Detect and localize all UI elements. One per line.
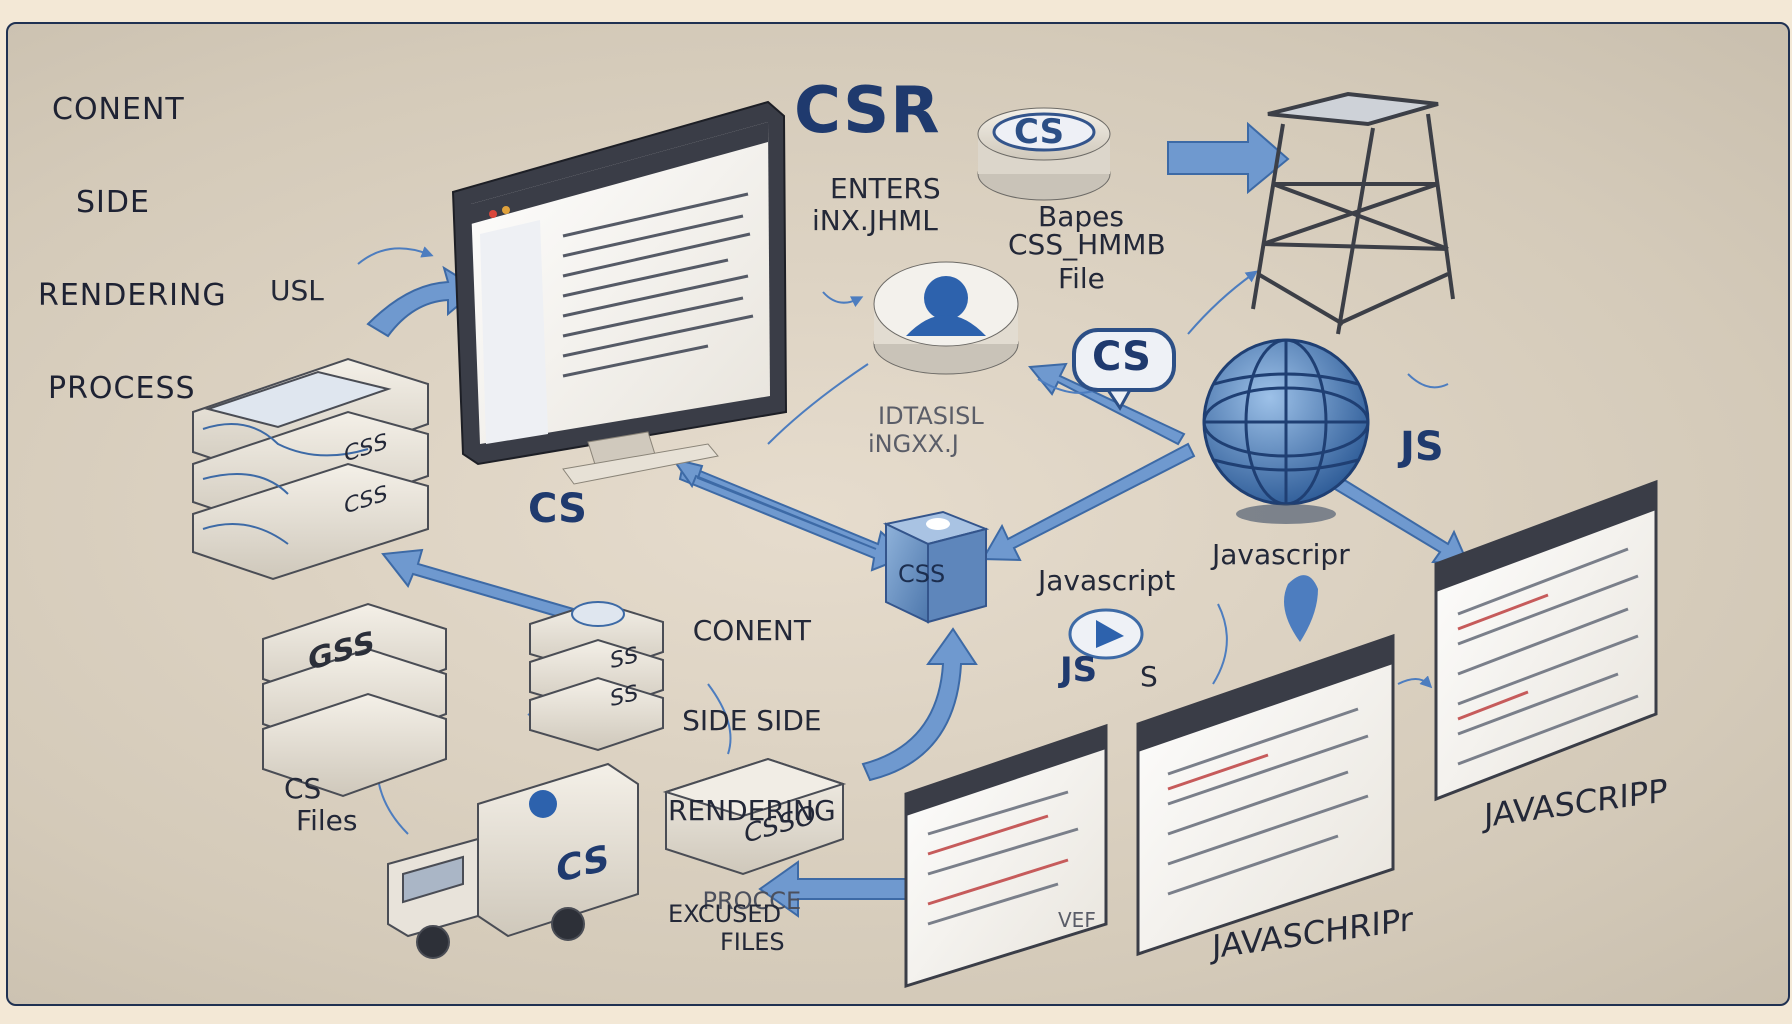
center-title: CONENT SIDE SIDE RENDERING PROCCE — [668, 556, 836, 976]
arrow-globe-to-cube — [981, 442, 1196, 562]
delivery-truck — [387, 762, 639, 959]
arrow-globe-left — [1028, 362, 1186, 446]
usl-label: USL — [270, 274, 324, 307]
diagram-graphics — [192, 91, 1658, 989]
js-right-label: JS — [1400, 424, 1444, 470]
flow-arrows — [366, 121, 1470, 918]
router-box — [662, 757, 847, 876]
file-label: File — [1058, 262, 1105, 295]
diagram-canvas: CONENT SIDE RENDERING PROCESS CSR ENTERS… — [6, 22, 1790, 1006]
center-title-line-1: CONENT — [692, 614, 811, 647]
cs-files-label: CS — [284, 772, 322, 805]
server-stack-center — [529, 600, 664, 752]
title-line-2: SIDE — [76, 185, 150, 220]
user-database — [873, 261, 1019, 375]
monitor — [451, 100, 788, 485]
bapes-label: Bapes — [1038, 200, 1124, 233]
js-small-label: JS — [1060, 650, 1098, 690]
disc-cs-label: CS — [1014, 112, 1065, 152]
inxxj-label: iNGXX.J — [868, 430, 959, 458]
globe — [1202, 338, 1370, 524]
arrow-globe-to-window — [1328, 474, 1470, 566]
index-html-label: iNX.JHML — [812, 204, 938, 237]
datasisl-label: IDTASISL — [878, 402, 984, 430]
center-title-line-4: PROCCE — [702, 887, 802, 915]
center-title-line-3: RENDERING — [668, 794, 836, 827]
browser-window-bottom — [904, 723, 1108, 989]
s-small-label: S — [1140, 660, 1158, 693]
badge-cs-label: CS — [1092, 334, 1151, 380]
title-line-3: RENDERING — [38, 278, 227, 313]
server-stack-left — [192, 357, 429, 581]
javascript-center-label: Javascript — [1038, 564, 1176, 597]
diagram-title: CONENT SIDE RENDERING PROCESS — [38, 32, 227, 466]
play-disc — [1068, 608, 1144, 660]
browser-window-middle — [1136, 633, 1395, 957]
title-line-4: PROCESS — [48, 371, 196, 406]
center-title-line-2: SIDE SIDE — [682, 704, 822, 737]
browser-window-right — [1434, 479, 1658, 802]
cs-badge — [1072, 328, 1176, 411]
server-stack-mid-left — [262, 602, 447, 798]
pin-icon — [1284, 575, 1318, 642]
css-html-label: CSS_HMMB — [1008, 228, 1166, 261]
css-disc — [977, 107, 1111, 201]
arrow-disc-to-tower — [1167, 121, 1290, 195]
enters-label: ENTERS — [830, 172, 941, 205]
css-cube — [882, 510, 990, 624]
javascript-right-label: Javascripr — [1212, 538, 1350, 571]
csr-heading: CSR — [794, 74, 941, 148]
excused-label: EXCUSED — [668, 900, 782, 928]
title-line-1: CONENT — [52, 92, 185, 127]
files-label: Files — [296, 804, 358, 837]
cs-middle-label: CS — [528, 486, 587, 532]
ver-label: VEF — [1058, 908, 1096, 932]
arrow-router-to-cube — [861, 627, 978, 782]
arrow-window-to-router — [758, 860, 909, 918]
monitor-text-lines — [562, 192, 754, 378]
antenna-tower — [1251, 91, 1455, 335]
files-bottom-label: FILES — [720, 928, 785, 956]
cube-label: CSS — [898, 560, 946, 588]
